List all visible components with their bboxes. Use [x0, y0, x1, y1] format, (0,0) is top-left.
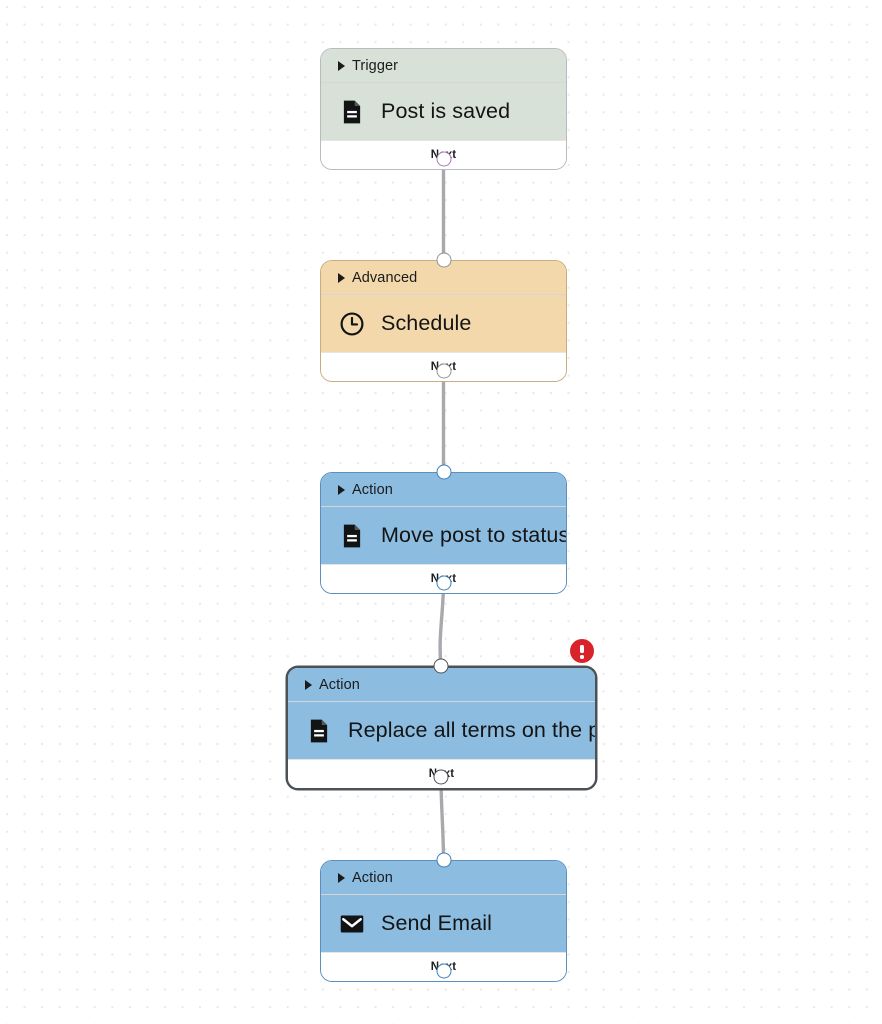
node-handle-bottom-move-post-to-status[interactable] — [436, 575, 451, 591]
node-body[interactable]: Post is saved — [321, 83, 566, 140]
node-header[interactable]: Action — [288, 668, 595, 701]
node-body[interactable]: Schedule — [321, 295, 566, 352]
chevron-right-icon[interactable] — [338, 872, 345, 883]
node-title: Schedule — [381, 311, 472, 335]
node-header[interactable]: Trigger — [321, 49, 566, 82]
node-divider — [321, 82, 566, 83]
chevron-right-icon[interactable] — [305, 679, 312, 690]
node-title: Replace all terms on the post — [348, 718, 595, 742]
workflow-node-trigger[interactable]: Trigger Post is saved Next — [320, 48, 567, 170]
node-category-label: Action — [352, 481, 393, 498]
node-category-label: Advanced — [352, 269, 418, 286]
node-divider — [321, 506, 566, 507]
node-category-label: Action — [352, 869, 393, 886]
envelope-icon — [340, 915, 364, 932]
chevron-right-icon[interactable] — [338, 484, 345, 495]
document-icon — [343, 100, 361, 123]
node-handle-top-send-email[interactable] — [436, 852, 451, 868]
workflow-node-move-post-to-status[interactable]: Action Move post to status Next — [320, 472, 567, 594]
node-category-label: Trigger — [352, 57, 399, 74]
node-handle-bottom-replace-all-terms[interactable] — [433, 769, 449, 785]
exclamation-icon — [580, 644, 585, 659]
node-handle-top-replace-all-terms[interactable] — [433, 658, 449, 674]
node-handle-top-move-post-to-status[interactable] — [436, 464, 451, 480]
node-category-label: Action — [319, 676, 360, 693]
node-divider — [321, 294, 566, 295]
edge-move-to-replace — [438, 581, 446, 668]
node-handle-bottom-trigger[interactable] — [436, 151, 451, 167]
node-body[interactable]: Send Email — [321, 895, 566, 952]
node-divider — [321, 894, 566, 895]
node-title: Move post to status — [381, 523, 567, 547]
node-body[interactable]: Move post to status — [321, 507, 566, 564]
node-handle-top-advanced[interactable] — [436, 252, 451, 268]
clock-icon — [340, 312, 364, 335]
document-icon — [343, 524, 361, 547]
node-title: Send Email — [381, 911, 492, 935]
chevron-right-icon[interactable] — [338, 272, 345, 283]
node-divider — [288, 701, 595, 702]
node-title: Post is saved — [381, 99, 511, 123]
node-handle-bottom-send-email[interactable] — [436, 963, 451, 979]
node-handle-bottom-advanced[interactable] — [436, 363, 451, 379]
node-body[interactable]: Replace all terms on the post — [288, 702, 595, 759]
document-icon — [310, 719, 328, 742]
chevron-right-icon[interactable] — [338, 60, 345, 71]
workflow-node-send-email[interactable]: Action Send Email Next — [320, 860, 567, 982]
error-badge[interactable] — [570, 639, 594, 663]
